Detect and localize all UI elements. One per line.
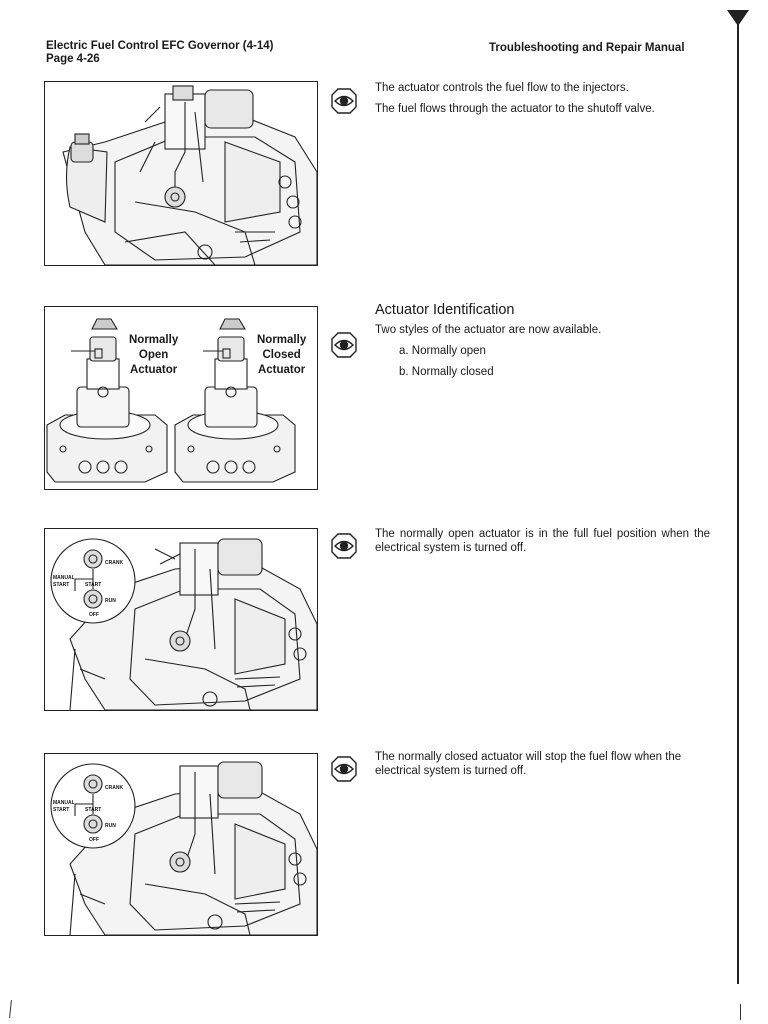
- section-actuator-function: The actuator controls the fuel flow to t…: [375, 81, 710, 116]
- figure-actuator-identification: Normally Open Actuator Normally Closed A…: [44, 306, 318, 490]
- normally-closed-actuator-drawing: [174, 318, 296, 483]
- page-number: Page 4-26: [46, 53, 100, 65]
- label-start: START: [85, 582, 101, 588]
- eye-icon: [330, 87, 358, 115]
- figure-fuel-pump-actuator: [44, 81, 318, 266]
- label-off: OFF: [89, 837, 99, 843]
- eye-icon: [330, 532, 358, 560]
- scan-mark-left: [9, 999, 12, 1019]
- body-text: The normally closed actuator will stop t…: [375, 751, 682, 777]
- label-start-left: START: [53, 582, 69, 588]
- label-crank: CRANK: [105, 785, 123, 791]
- figure-key-switch-normally-open: CRANK MANUAL START START RUN OFF: [44, 528, 318, 711]
- callout-normally-closed: Normally Closed Actuator: [257, 333, 307, 378]
- list-item: a. Normally open: [399, 345, 486, 357]
- normally-open-actuator-drawing: [46, 318, 168, 483]
- label-run: RUN: [105, 598, 116, 604]
- label-run: RUN: [105, 823, 116, 829]
- label-start-left: START: [53, 807, 69, 813]
- section-heading: Actuator Identification: [375, 302, 515, 318]
- label-start: START: [85, 807, 101, 813]
- manual-title: Troubleshooting and Repair Manual: [489, 42, 685, 54]
- callout-normally-open: Normally Open Actuator: [129, 333, 179, 378]
- label-manual: MANUAL: [53, 800, 75, 806]
- figure-key-switch-normally-closed: CRANK MANUAL START START RUN OFF: [44, 753, 318, 936]
- body-text: The fuel flows through the actuator to t…: [375, 103, 655, 115]
- section-normally-open: The normally open actuator is in the ful…: [375, 527, 710, 555]
- margin-rule: [737, 18, 739, 984]
- eye-icon: [330, 755, 358, 783]
- body-text: The normally open actuator is in the ful…: [375, 528, 710, 554]
- key-switch-inset: CRANK MANUAL START START RUN OFF: [50, 538, 136, 624]
- label-manual: MANUAL: [53, 575, 75, 581]
- header-left: Electric Fuel Control EFC Governor (4-14…: [46, 40, 273, 66]
- eye-icon: [330, 331, 358, 359]
- section-normally-closed: The normally closed actuator will stop t…: [375, 750, 710, 778]
- label-crank: CRANK: [105, 560, 123, 566]
- body-text: Two styles of the actuator are now avail…: [375, 324, 602, 336]
- list-item: b. Normally closed: [399, 366, 494, 378]
- section-actuator-identification: Actuator Identification Two styles of th…: [375, 303, 710, 379]
- scan-mark-right: [740, 1004, 741, 1020]
- body-text: The actuator controls the fuel flow to t…: [375, 82, 629, 94]
- key-switch-inset: CRANK MANUAL START START RUN OFF: [50, 763, 136, 849]
- document-title: Electric Fuel Control EFC Governor (4-14…: [46, 40, 274, 52]
- label-off: OFF: [89, 612, 99, 618]
